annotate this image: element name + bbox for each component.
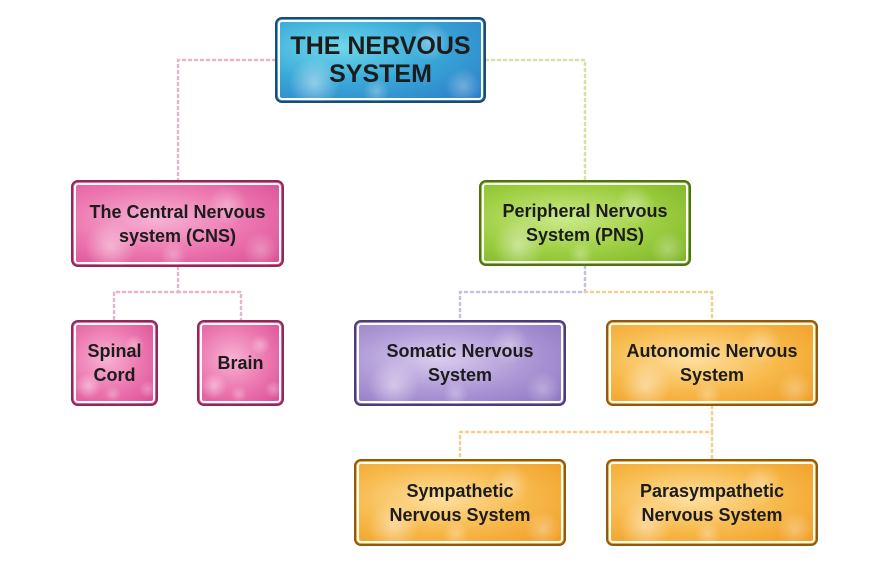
node-nervous-system: THE NERVOUS SYSTEM [275,17,486,103]
node-brain-label: Brain [217,353,264,373]
node-autonomic-nervous-system: Autonomic Nervous System [606,320,818,406]
node-central-nervous-system-label: The Central Nervous system (CNS) [89,201,266,246]
node-sympathetic-nervous-system: Sympathetic Nervous System [354,459,566,546]
node-central-nervous-system: The Central Nervous system (CNS) [71,180,284,267]
node-sympathetic-nervous-system-label: Sympathetic Nervous System [389,480,531,525]
node-autonomic-nervous-system-label: Autonomic Nervous System [626,341,798,385]
connector-cns-spinal [112,265,180,322]
connector-root-cns [176,58,277,182]
node-somatic-nervous-system-label: Somatic Nervous System [386,341,534,385]
connector-root-pns [484,58,587,182]
node-peripheral-nervous-system: Peripheral Nervous System (PNS) [479,180,691,266]
node-somatic-nervous-system: Somatic Nervous System [354,320,566,406]
connector-pns-autonomic [583,290,714,322]
node-spinal-cord-label: Spinal Cord [87,341,142,385]
node-nervous-system-label: THE NERVOUS SYSTEM [290,32,471,88]
node-brain: Brain [197,320,284,406]
node-spinal-cord: Spinal Cord [71,320,158,406]
node-parasympathetic-nervous-system: Parasympathetic Nervous System [606,459,818,546]
connector-cns-brain [176,290,243,322]
node-parasympathetic-nervous-system-label: Parasympathetic Nervous System [639,480,785,525]
connector-autonomic-sympathetic [458,404,714,461]
connector-pns-somatic [458,264,587,322]
node-peripheral-nervous-system-label: Peripheral Nervous System (PNS) [502,201,668,245]
